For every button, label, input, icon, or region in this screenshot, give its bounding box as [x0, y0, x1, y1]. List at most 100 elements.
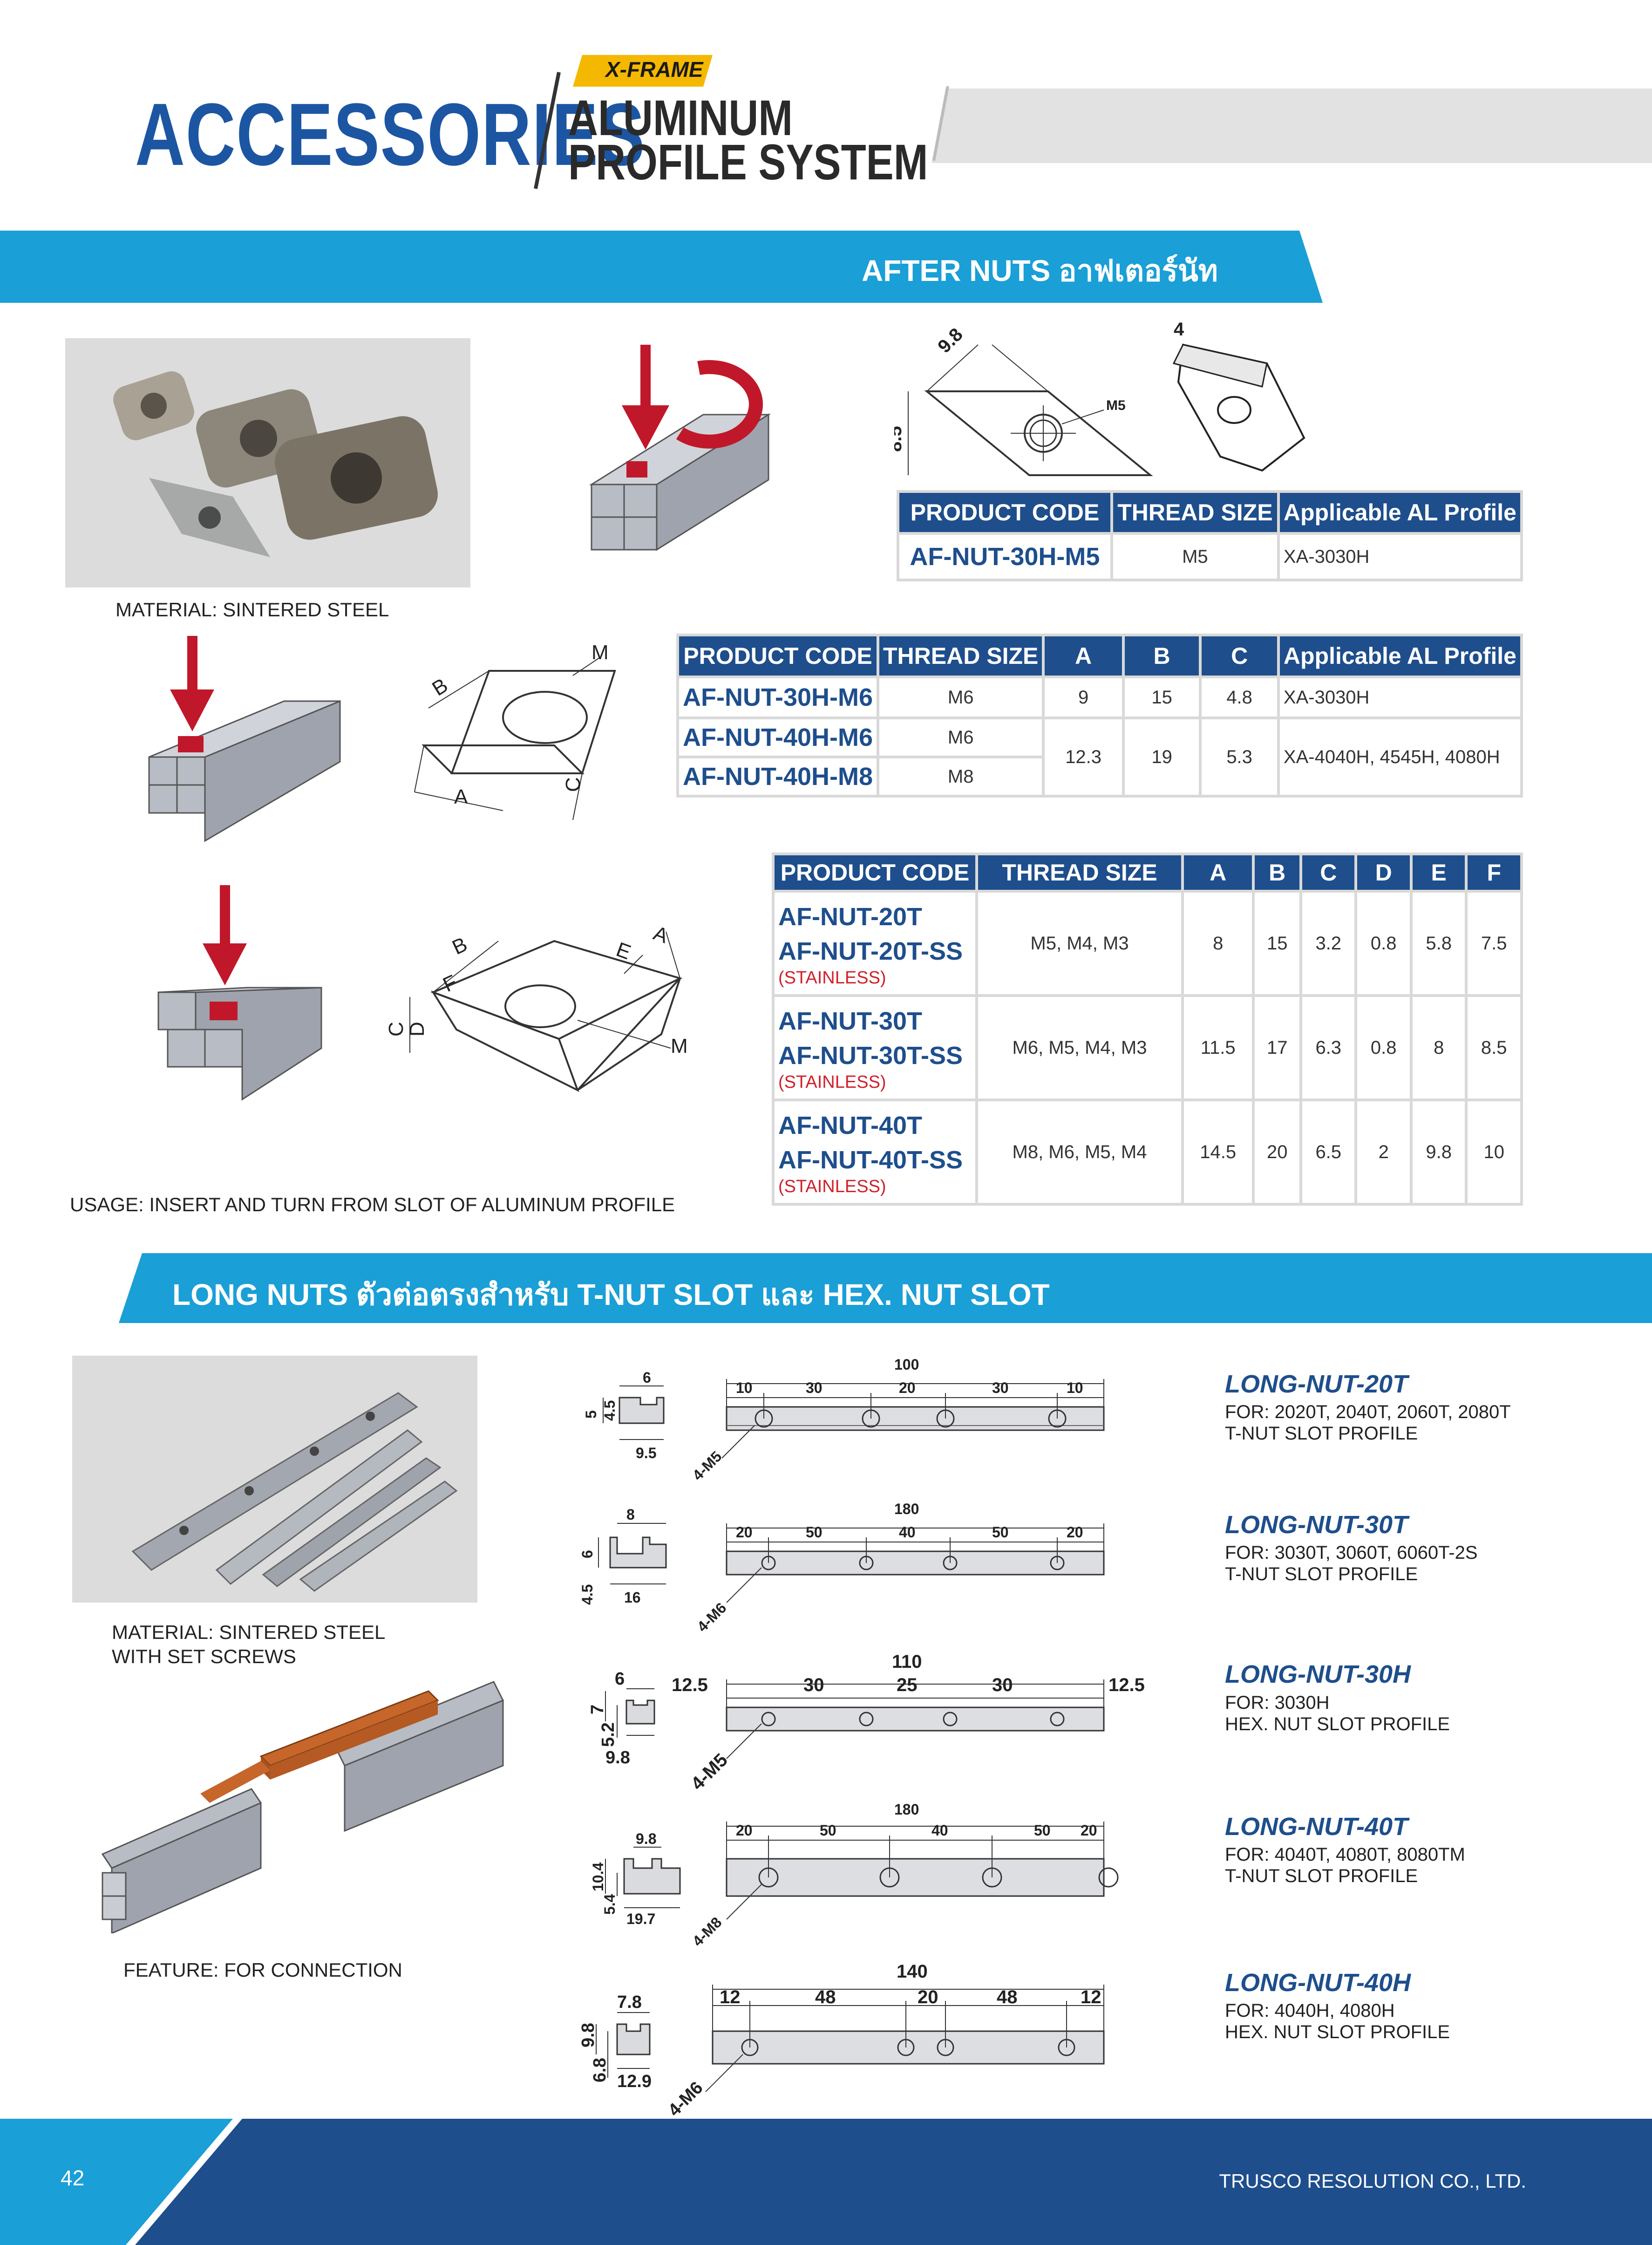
- table-row: AF-NUT-30H-M6 M6 9 15 4.8 XA-3030H: [676, 676, 1523, 719]
- table-row: AF-NUT-40H-M8 M8: [676, 756, 1522, 798]
- t3-g1-f: 7.5: [1465, 890, 1523, 997]
- t3-g2-stainless: (STAINLESS): [778, 1072, 886, 1092]
- t3-g3-stainless: (STAINLESS): [778, 1177, 886, 1196]
- t3-header-e: E: [1409, 853, 1468, 893]
- t3-g1-c: 3.2: [1299, 890, 1358, 997]
- long-nuts-photo: [72, 1356, 477, 1603]
- t3-g2-b: 17: [1252, 994, 1302, 1101]
- ln3-seg1: 12.5: [672, 1675, 708, 1695]
- t2-row3-thread: M8: [877, 756, 1045, 798]
- profile-illustration-1: [589, 345, 771, 551]
- ln2-total: 180: [894, 1501, 919, 1517]
- ln5-for: FOR: 4040H, 4080H: [1225, 2000, 1395, 2021]
- ln3-type: HEX. NUT SLOT PROFILE: [1225, 1714, 1450, 1734]
- ln2-seg2: 50: [806, 1524, 823, 1541]
- t2-shared-profile: XA-4040H, 4545H, 4080H: [1277, 716, 1523, 798]
- t3-g3-thread: M8, M6, M5, M4: [975, 1099, 1184, 1206]
- x-frame-badge-text: X-FRAME: [605, 57, 703, 82]
- t3-header-c: C: [1299, 853, 1358, 893]
- after-nuts-band: [0, 231, 1323, 303]
- page-number: 42: [61, 2166, 85, 2190]
- ln5-screw: 4-M6: [665, 2078, 707, 2120]
- ln3-screw: 4-M5: [687, 1750, 732, 1789]
- t3-g3-a: 14.5: [1181, 1099, 1255, 1206]
- company-name: TRUSCO RESOLUTION CO., LTD.: [1219, 2170, 1526, 2192]
- ln2-seg3: 40: [899, 1524, 916, 1541]
- ln3-p3: 5.2: [598, 1722, 618, 1747]
- t3-g2-thread: M6, M5, M4, M3: [975, 994, 1184, 1101]
- ln1-seg4: 30: [992, 1379, 1009, 1396]
- t3-g2-d: 0.8: [1354, 994, 1413, 1101]
- t2-row3-code: AF-NUT-40H-M8: [676, 756, 880, 798]
- table-row: AF-NUT-40T AF-NUT-40T-SS (STAINLESS) M8,…: [772, 1099, 1523, 1206]
- ln2-p4: 16: [624, 1589, 641, 1606]
- diagram2-m-label: M: [591, 643, 609, 664]
- long-nut-40h-drawing: 7.8 9.8 6.8 12.9 140 12 48 20 48 12 4-M6: [578, 1961, 1105, 2120]
- diagram3-b-label: B: [449, 933, 471, 959]
- ln4-seg2: 50: [820, 1822, 836, 1839]
- diagram1-b-label: 8.5: [894, 426, 905, 452]
- ln1-p2: 5: [583, 1410, 599, 1419]
- ln5-seg2: 48: [815, 1987, 836, 2007]
- ln5-code: LONG-NUT-40H: [1225, 1969, 1411, 1997]
- ln5-p4: 12.9: [617, 2072, 652, 2091]
- long-nuts-material-line1: MATERIAL: SINTERED STEEL: [112, 1621, 386, 1643]
- ln5-seg3: 20: [918, 1987, 938, 2007]
- ln4-p4: 19.7: [626, 1911, 655, 1927]
- usage-caption: USAGE: INSERT AND TURN FROM SLOT OF ALUM…: [70, 1194, 675, 1215]
- ln3-for: FOR: 3030H: [1225, 1692, 1330, 1713]
- long-nuts-title: LONG NUTS ตัวต่อตรงสำหรับ T-NUT SLOT และ…: [172, 1278, 1050, 1311]
- t3-g3-c: 6.5: [1299, 1099, 1358, 1206]
- t1-header-code: PRODUCT CODE: [897, 490, 1113, 535]
- ln1-p4: 9.5: [636, 1445, 656, 1461]
- after-nuts-table-2: PRODUCT CODE THREAD SIZE A B C Applicabl…: [676, 634, 1523, 798]
- ln3-seg5: 12.5: [1108, 1675, 1145, 1695]
- t3-header-thread: THREAD SIZE: [975, 853, 1184, 893]
- t2-shared-b: 19: [1122, 716, 1202, 798]
- t3-g2-c: 6.3: [1299, 994, 1358, 1101]
- footer-band: [0, 2119, 1652, 2245]
- ln1-seg1: 10: [736, 1379, 753, 1396]
- t3-g3-e: 9.8: [1409, 1099, 1468, 1206]
- t2-header-profile: Applicable AL Profile: [1277, 634, 1523, 678]
- t2-row1-thread: M6: [877, 676, 1045, 719]
- t2-header-c: C: [1199, 634, 1280, 678]
- after-nuts-table-1: PRODUCT CODE THREAD SIZE Applicable AL P…: [897, 490, 1523, 581]
- header-gray-band: [931, 86, 1652, 163]
- after-nuts-photo: [65, 338, 470, 587]
- t3-header-f: F: [1465, 853, 1523, 893]
- t2-shared-a: 12.3: [1042, 716, 1125, 798]
- diagram3-a-label: A: [651, 921, 672, 948]
- t3-g2-code-ss: AF-NUT-30T-SS: [778, 1042, 963, 1070]
- ln2-p3: 4.5: [579, 1584, 596, 1605]
- header-subtitle-line2: PROFILE SYSTEM: [568, 134, 928, 190]
- long-nuts-band: [119, 1253, 1652, 1323]
- ln5-type: HEX. NUT SLOT PROFILE: [1225, 2022, 1450, 2042]
- t3-g1-b: 15: [1252, 890, 1302, 997]
- ln2-seg1: 20: [736, 1524, 753, 1541]
- ln4-total: 180: [894, 1801, 919, 1818]
- ln2-type: T-NUT SLOT PROFILE: [1225, 1564, 1418, 1584]
- ln4-code: LONG-NUT-40T: [1225, 1813, 1408, 1841]
- table-row: AF-NUT-30T AF-NUT-30T-SS (STAINLESS) M6,…: [772, 994, 1523, 1101]
- diagram1-t-label: 4: [1174, 319, 1184, 340]
- ln5-p1: 7.8: [617, 1993, 642, 2012]
- t3-g2-a: 11.5: [1181, 994, 1255, 1101]
- ln3-seg4: 30: [992, 1675, 1013, 1695]
- ln1-seg5: 10: [1067, 1379, 1083, 1396]
- ln1-seg2: 30: [806, 1379, 823, 1396]
- ln4-p3: 5.4: [601, 1894, 618, 1915]
- header-divider: [534, 72, 561, 189]
- t3-header-code: PRODUCT CODE: [772, 853, 978, 893]
- t1-header-profile: Applicable AL Profile: [1277, 490, 1523, 535]
- diagram3-e-label: E: [613, 938, 634, 964]
- ln4-p2: 10.4: [590, 1863, 606, 1891]
- ln5-p2: 9.8: [578, 2023, 598, 2047]
- long-nut-20t-drawing: 6 5 4.5 9.5 100 10 30 20 30 10 4-M5: [583, 1356, 1105, 1484]
- table-row: AF-NUT-40H-M6 M6 12.3 19 5.3 XA-4040H, 4…: [676, 716, 1523, 798]
- ln2-for: FOR: 3030T, 3060T, 6060T-2S: [1225, 1542, 1478, 1563]
- t3-g1-d: 0.8: [1354, 890, 1413, 997]
- feature-caption: FEATURE: FOR CONNECTION: [123, 1959, 402, 1981]
- t2-shared-c: 5.3: [1199, 716, 1280, 798]
- ln5-total: 140: [897, 1961, 928, 1982]
